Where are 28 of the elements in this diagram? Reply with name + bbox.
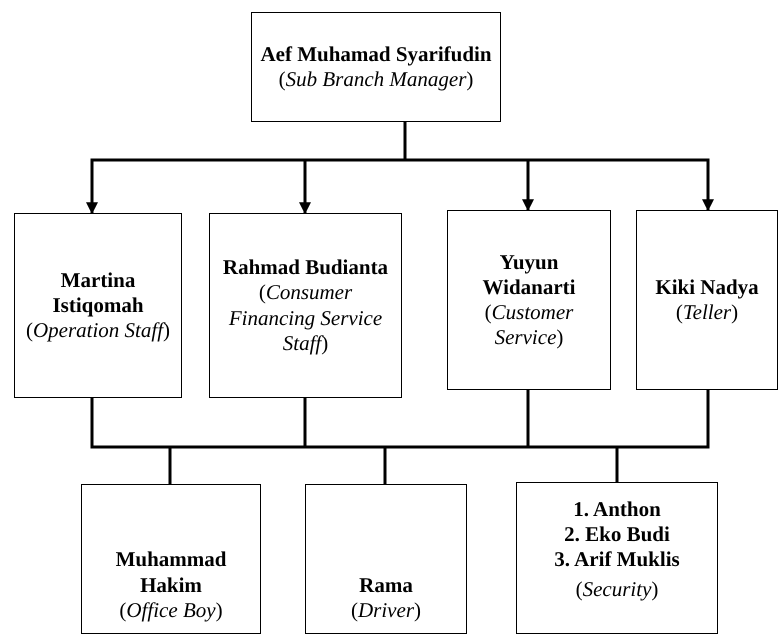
job-title: (Driver) bbox=[351, 598, 421, 623]
person-box bbox=[636, 210, 778, 390]
person-name: Muhammad Hakim bbox=[114, 547, 228, 598]
person-box bbox=[209, 213, 402, 398]
job-title: (Consumer Financing Service Staff) bbox=[228, 280, 384, 356]
person-name: Rahmad Budianta bbox=[222, 255, 388, 280]
person-name: Yuyun Widanarti bbox=[482, 250, 576, 300]
person-box bbox=[516, 482, 718, 634]
person-box bbox=[251, 12, 501, 122]
job-title: (Sub Branch Manager) bbox=[278, 67, 474, 92]
job-title: (Security) bbox=[576, 576, 658, 602]
job-title: (Office Boy) bbox=[119, 598, 223, 623]
person-name: 3. Arif Muklis bbox=[554, 547, 680, 573]
person-name: Aef Muhamad Syarifudin bbox=[260, 42, 492, 67]
job-title: (Teller) bbox=[676, 300, 738, 326]
job-title: (Customer Service) bbox=[484, 300, 574, 350]
person-box bbox=[81, 484, 261, 634]
person-name: Rama bbox=[359, 572, 413, 598]
person-box bbox=[305, 484, 467, 634]
person-name: 2. Eko Budi bbox=[564, 522, 670, 548]
connector-line bbox=[404, 122, 714, 212]
connector-line bbox=[616, 390, 710, 482]
job-title: (Operation Staff) bbox=[26, 318, 170, 344]
person-name: Martina Istiqomah bbox=[51, 268, 145, 318]
person-name: 1. Anthon bbox=[573, 497, 661, 522]
person-name: Kiki Nadya bbox=[655, 274, 759, 300]
person-box bbox=[14, 213, 182, 398]
person-box bbox=[447, 210, 611, 390]
